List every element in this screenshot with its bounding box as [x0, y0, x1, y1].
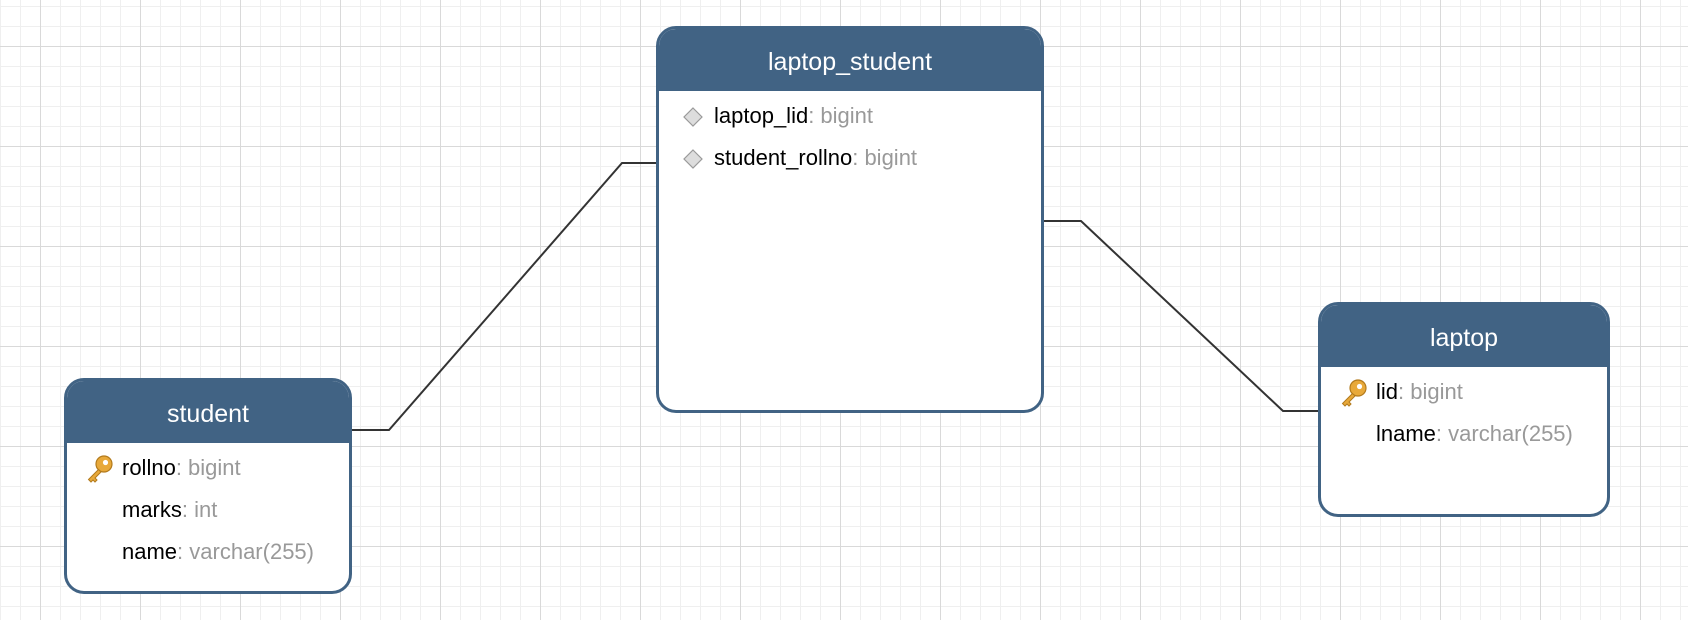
- field-row-name[interactable]: name: varchar(255): [67, 531, 349, 573]
- field-name: student_rollno: [714, 145, 853, 170]
- foreign-key-icon: [683, 149, 703, 169]
- entity-header[interactable]: laptop: [1321, 305, 1607, 367]
- field-name: laptop_lid: [714, 103, 809, 128]
- field-type: : varchar(255): [177, 539, 314, 564]
- field-type: : bigint: [852, 145, 918, 170]
- field-row-lname[interactable]: lname: varchar(255): [1321, 413, 1607, 455]
- field-row-rollno[interactable]: rollno: bigint: [67, 447, 349, 489]
- relationship-laptop-student-laptop: [1044, 220, 1318, 412]
- field-row-laptop-lid[interactable]: laptop_lid: bigint: [659, 95, 1041, 137]
- entity-laptop-student[interactable]: laptop_student laptop_lid: bigint studen…: [656, 26, 1044, 413]
- field-row-lid[interactable]: lid: bigint: [1321, 371, 1607, 413]
- field-name: lid: [1376, 379, 1399, 404]
- entity-fields: laptop_lid: bigint student_rollno: bigin…: [659, 91, 1041, 179]
- field-type: : int: [181, 497, 218, 522]
- entity-header[interactable]: laptop_student: [659, 29, 1041, 91]
- field-type: : bigint: [808, 103, 874, 128]
- entity-fields: rollno: bigint marks: int name: varchar(…: [67, 443, 349, 573]
- field-row-marks[interactable]: marks: int: [67, 489, 349, 531]
- entity-fields: lid: bigint lname: varchar(255): [1321, 367, 1607, 455]
- entity-laptop[interactable]: laptop lid: bigint lname: varchar(255): [1318, 302, 1610, 517]
- entity-header[interactable]: student: [67, 381, 349, 443]
- field-name: marks: [122, 497, 182, 522]
- field-name: rollno: [122, 455, 176, 480]
- field-type: : bigint: [1398, 379, 1463, 404]
- field-type: : varchar(255): [1435, 421, 1573, 446]
- foreign-key-icon: [683, 107, 703, 127]
- primary-key-icon: [87, 455, 113, 483]
- entity-student[interactable]: student rollno: bigint marks: int name: …: [64, 378, 352, 594]
- primary-key-icon: [1341, 379, 1367, 407]
- field-type: : bigint: [175, 455, 241, 480]
- field-name: lname: [1376, 421, 1436, 446]
- field-row-student-rollno[interactable]: student_rollno: bigint: [659, 137, 1041, 179]
- relationship-student-laptop-student: [352, 162, 656, 431]
- field-name: name: [122, 539, 178, 564]
